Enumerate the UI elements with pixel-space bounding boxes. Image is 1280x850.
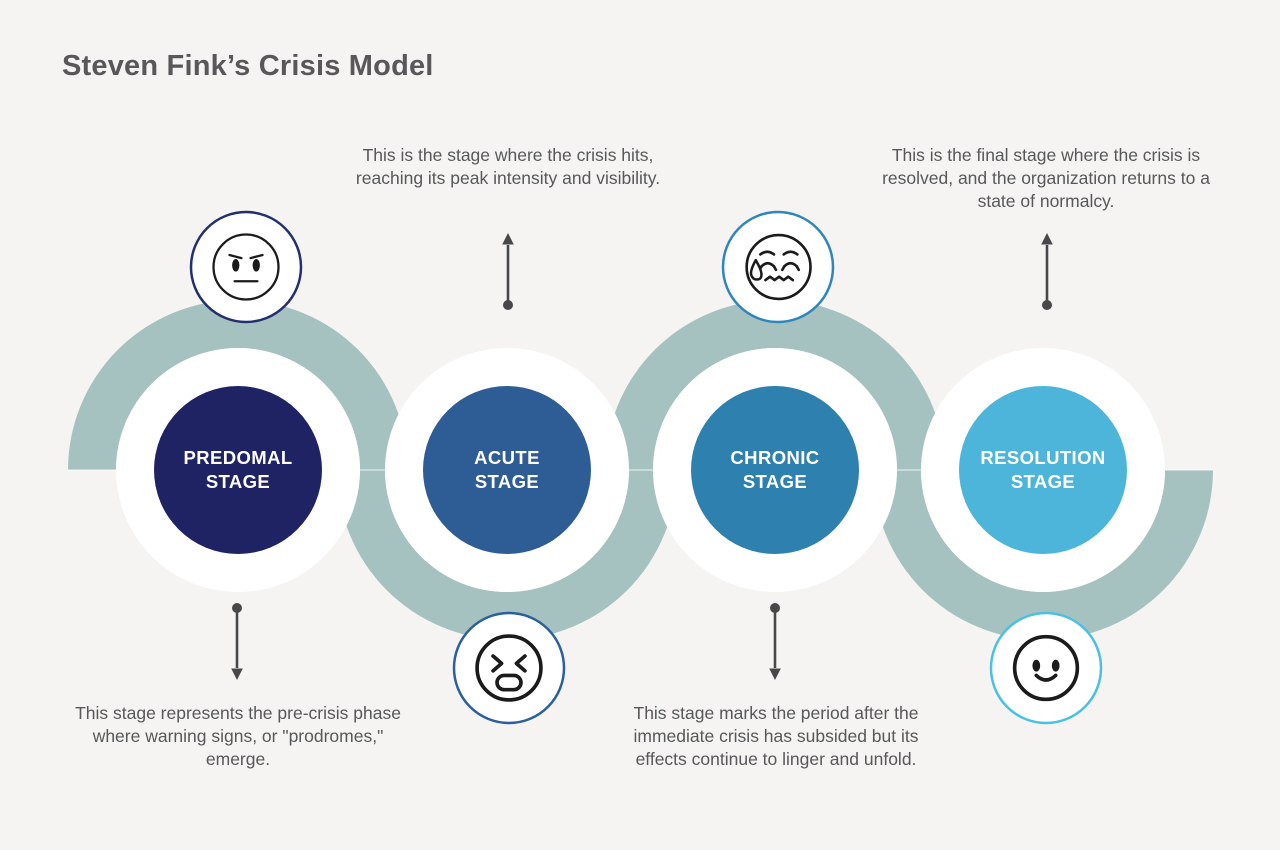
down-arrow-icon-chronic: [769, 603, 781, 680]
stage-circle-predomal: [154, 386, 322, 554]
badge-ring: [721, 210, 835, 324]
page-title: Steven Fink’s Crisis Model: [62, 50, 434, 82]
emoji-badge-predomal: [189, 210, 303, 324]
stage-description-resolution: This is the final stage where the crisis…: [882, 145, 1210, 211]
wave-arc-stage-1: [68, 300, 408, 470]
wave-arc-stage-2: [337, 470, 677, 640]
stage-label-resolution: RESOLUTION STAGE: [980, 447, 1106, 492]
stage-label-acute: ACUTE STAGE: [474, 447, 540, 492]
wave-arc-stage-3: [605, 300, 945, 470]
stage-circle-resolution: [959, 386, 1127, 554]
distressed-face-icon: [475, 634, 543, 702]
stage-description-acute: This is the stage where the crisis hits,…: [355, 145, 661, 188]
up-arrow-icon-resolution: [1041, 233, 1053, 310]
stage-circle-chronic: [691, 386, 859, 554]
emoji-badge-acute: [452, 611, 566, 725]
emoji-badge-resolution: [989, 611, 1103, 725]
stage-description-predomal: This stage represents the pre-crisis pha…: [75, 703, 401, 769]
anxious-sweat-face-icon: [745, 233, 812, 301]
smiling-face-icon: [1012, 634, 1080, 702]
down-arrow-icon-predomal: [231, 603, 243, 680]
stage-label-chronic: CHRONIC STAGE: [730, 447, 820, 492]
stage-label-predomal: PREDOMAL STAGE: [183, 447, 293, 492]
badge-ring: [189, 210, 303, 324]
emoji-badge-chronic: [721, 210, 835, 324]
badge-ring: [989, 611, 1103, 725]
stage-circle-acute: [423, 386, 591, 554]
up-arrow-icon-acute: [502, 233, 514, 310]
badge-ring: [452, 611, 566, 725]
unamused-face-icon: [212, 233, 280, 301]
stage-description-chronic: This stage marks the period after the im…: [633, 703, 919, 769]
wave-arc-stage-4: [873, 470, 1213, 640]
